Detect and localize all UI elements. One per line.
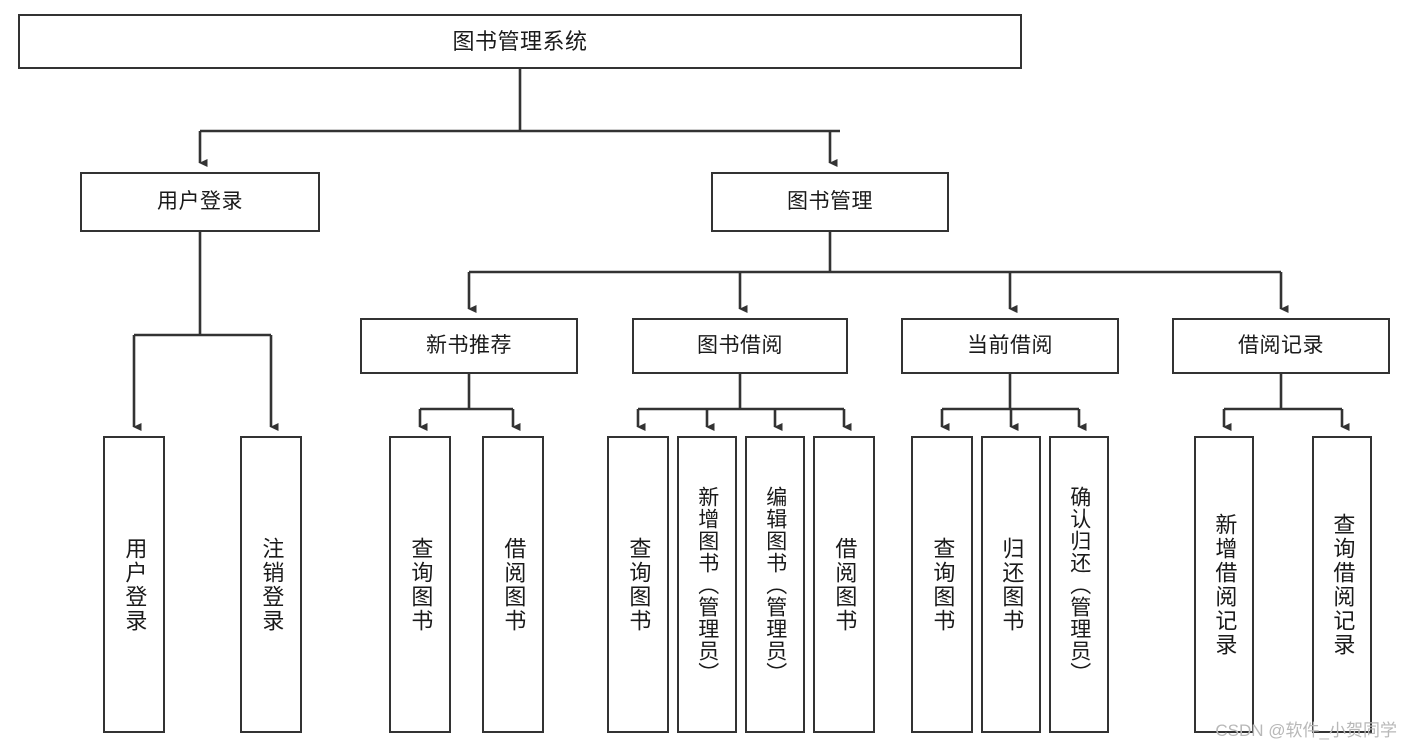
leaf-node-label: 查询图书 <box>408 536 434 633</box>
leaf-node-label: 确认归还（管理员） <box>1067 485 1091 684</box>
leaf-node-label: 借阅图书 <box>501 536 527 633</box>
node-user-login-label: 用户登录 <box>157 189 243 213</box>
node-user-login[interactable]: 用户登录 <box>80 172 320 232</box>
leaf-node[interactable]: 查询图书 <box>607 436 669 733</box>
leaf-node-label: 用户登录 <box>122 536 148 633</box>
leaf-node[interactable]: 借阅图书 <box>482 436 544 733</box>
leaf-node[interactable]: 新增图书（管理员） <box>677 436 737 733</box>
leaf-node-label: 新增图书（管理员） <box>695 485 719 684</box>
node-book-management[interactable]: 图书管理 <box>711 172 949 232</box>
leaf-node-label: 查询借阅记录 <box>1330 512 1356 657</box>
node-borrowing-record-label: 借阅记录 <box>1238 333 1324 357</box>
leaf-node[interactable]: 编辑图书（管理员） <box>745 436 805 733</box>
node-book-borrowing-label: 图书借阅 <box>697 333 783 357</box>
leaf-node-label: 编辑图书（管理员） <box>763 485 787 684</box>
watermark: CSDN @软件_小贺同学 <box>1215 721 1397 740</box>
leaf-node[interactable]: 新增借阅记录 <box>1194 436 1254 733</box>
leaf-node[interactable]: 归还图书 <box>981 436 1041 733</box>
node-borrowing-record[interactable]: 借阅记录 <box>1172 318 1390 374</box>
leaf-node-label: 查询图书 <box>626 536 652 633</box>
leaf-node-label: 注销登录 <box>259 536 285 633</box>
node-new-book-recommendation-label: 新书推荐 <box>426 333 512 357</box>
leaf-node-label: 新增借阅记录 <box>1212 512 1238 657</box>
leaf-node-label: 查询图书 <box>930 536 956 633</box>
node-book-management-label: 图书管理 <box>787 189 873 213</box>
node-current-borrowing-label: 当前借阅 <box>967 333 1053 357</box>
leaf-node[interactable]: 用户登录 <box>103 436 165 733</box>
node-new-book-recommendation[interactable]: 新书推荐 <box>360 318 578 374</box>
leaf-node[interactable]: 借阅图书 <box>813 436 875 733</box>
node-current-borrowing[interactable]: 当前借阅 <box>901 318 1119 374</box>
node-book-borrowing[interactable]: 图书借阅 <box>632 318 848 374</box>
leaf-node[interactable]: 注销登录 <box>240 436 302 733</box>
node-root-label: 图书管理系统 <box>452 28 588 54</box>
leaf-node[interactable]: 确认归还（管理员） <box>1049 436 1109 733</box>
node-root-system[interactable]: 图书管理系统 <box>18 14 1022 69</box>
leaf-node[interactable]: 查询图书 <box>389 436 451 733</box>
leaf-node-label: 归还图书 <box>999 536 1025 633</box>
leaf-node[interactable]: 查询图书 <box>911 436 973 733</box>
leaf-node-label: 借阅图书 <box>832 536 858 633</box>
leaf-node[interactable]: 查询借阅记录 <box>1312 436 1372 733</box>
